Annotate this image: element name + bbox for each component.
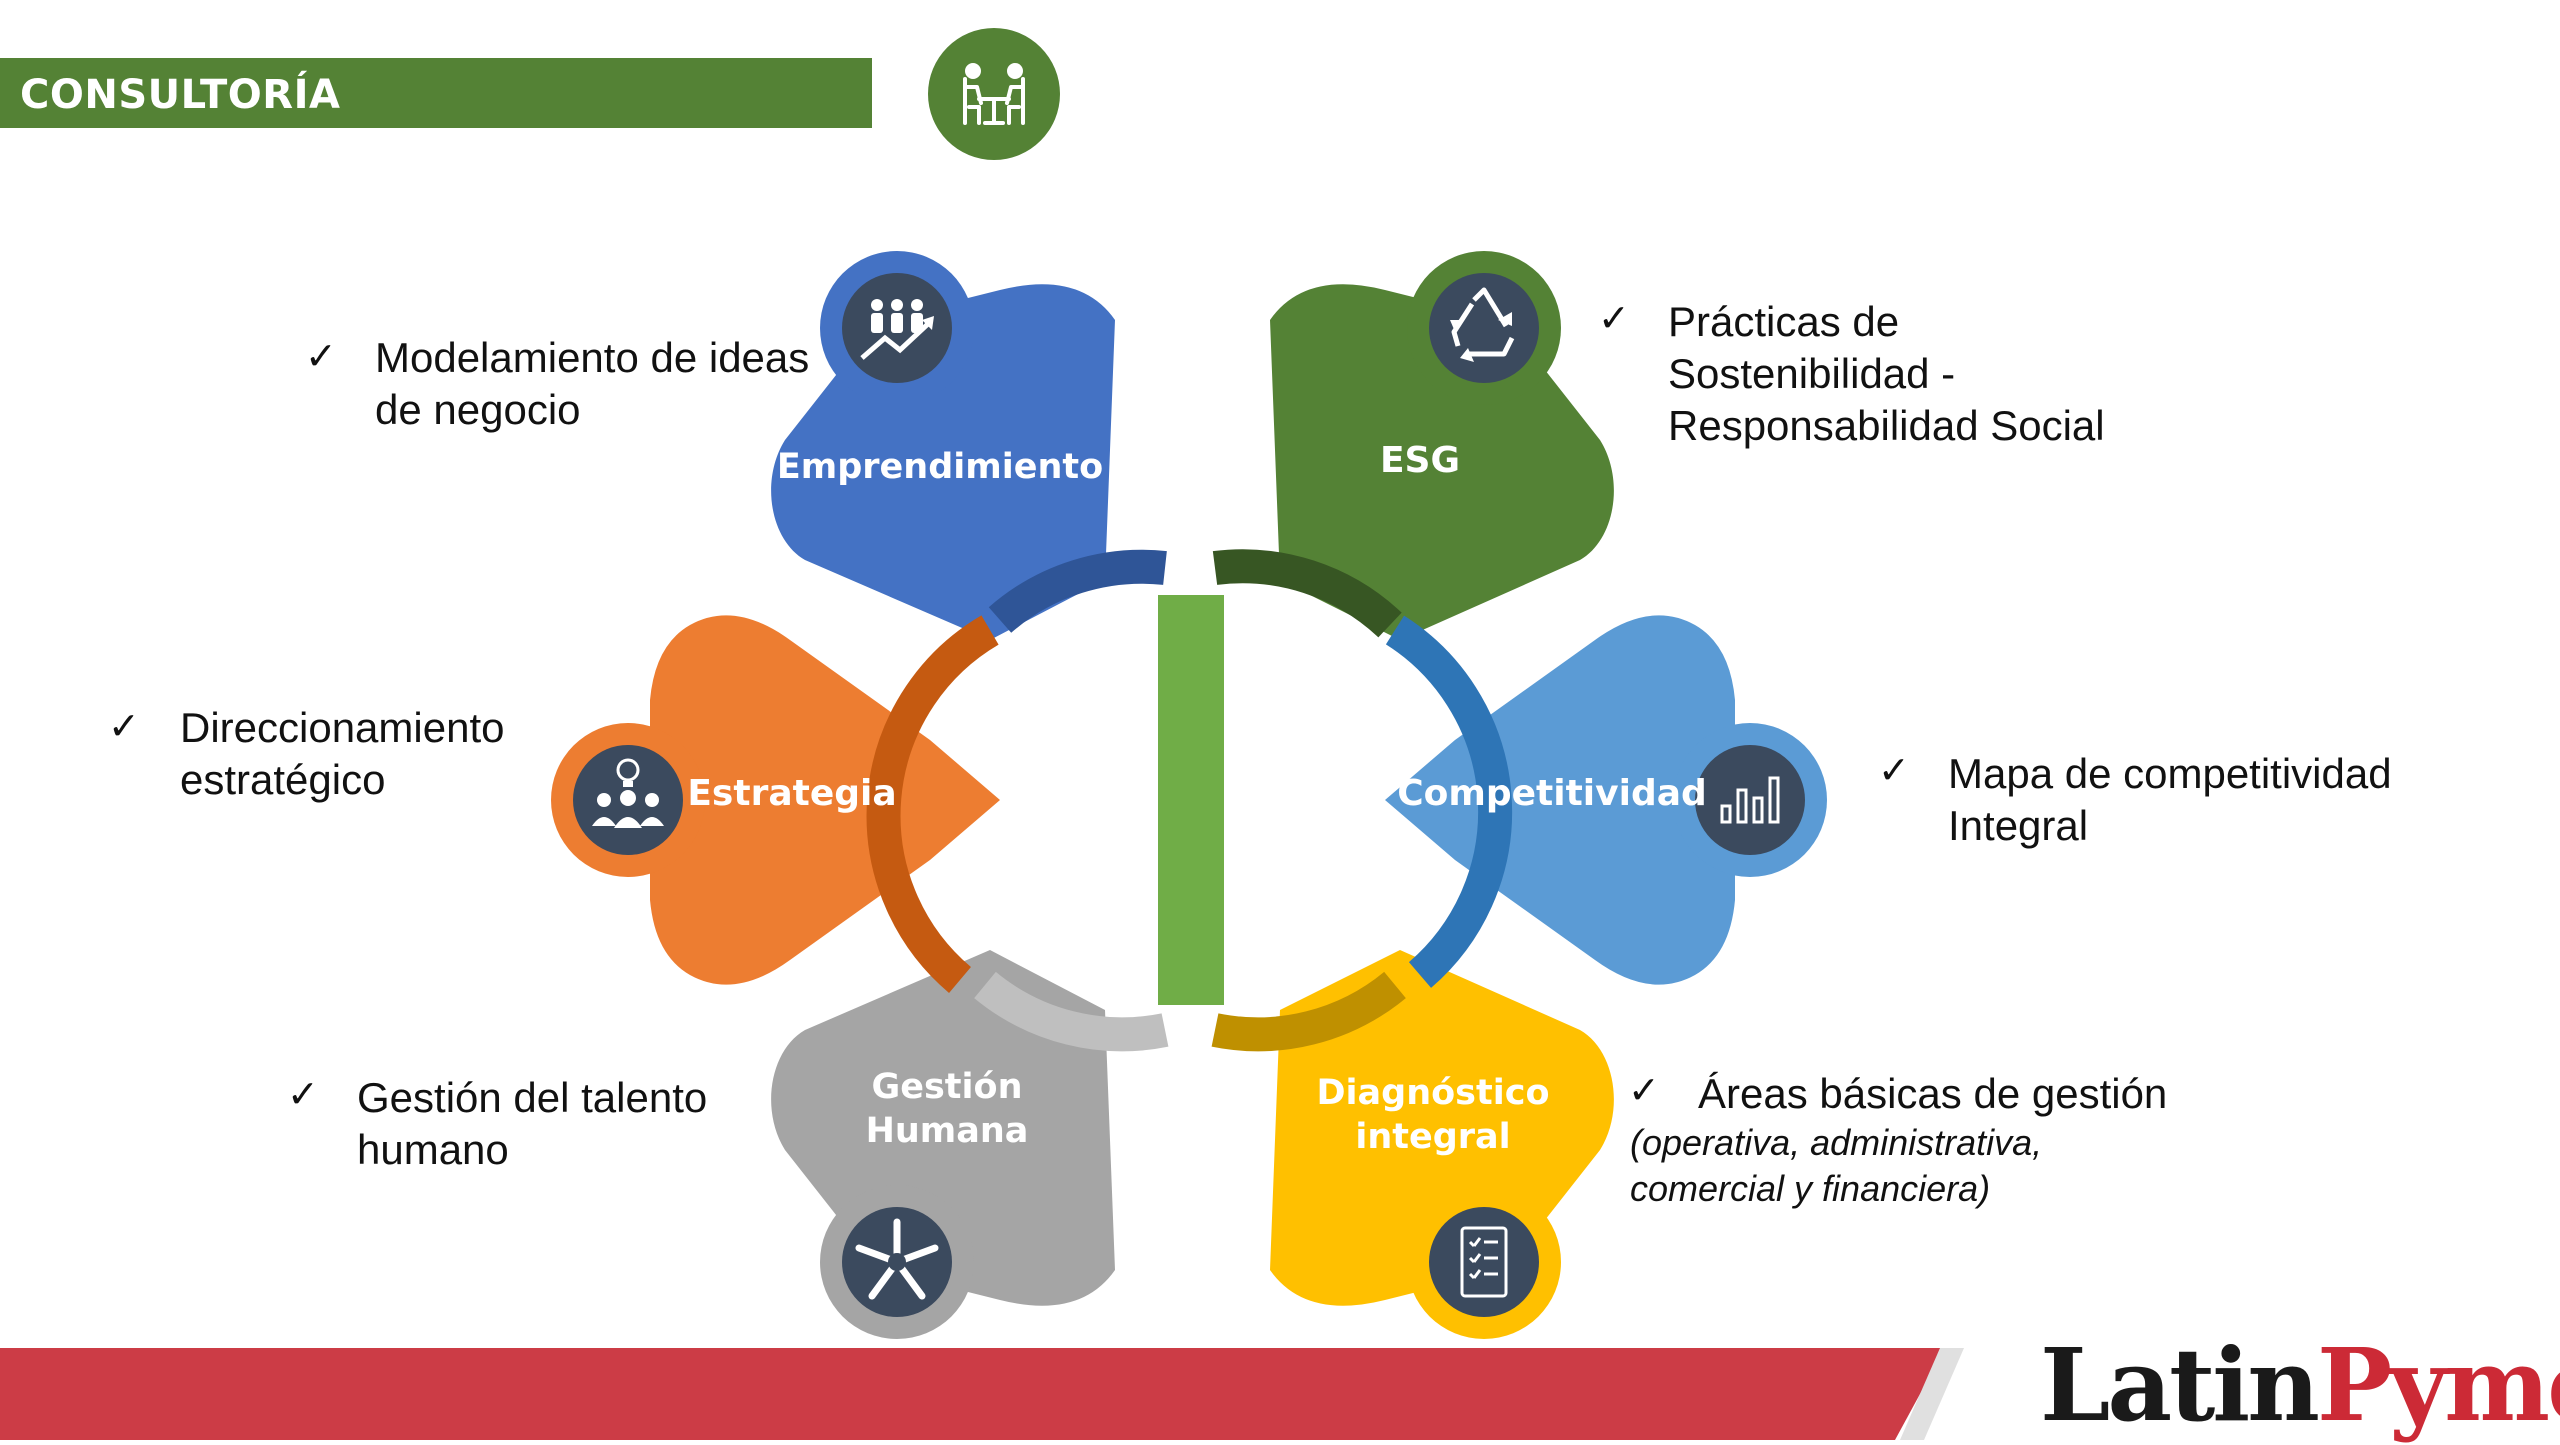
desc-line: Modelamiento de ideas bbox=[375, 334, 810, 381]
logo-part2: Pyme bbox=[2317, 1326, 2560, 1444]
desc-sub-line: (operativa, administrativa, bbox=[1630, 1122, 2043, 1163]
label-esg: ESG bbox=[1380, 440, 1460, 481]
label-gestion-humana-line1: Gestión bbox=[872, 1067, 1023, 1107]
desc-line: Áreas básicas de gestión bbox=[1698, 1070, 2168, 1117]
desc-line: Mapa de competitividad bbox=[1948, 750, 2392, 797]
label-diagnostico-line1: Diagnóstico bbox=[1316, 1073, 1549, 1113]
desc-diagnostico: ✓ Áreas básicas de gestión (operativa, a… bbox=[1628, 1068, 2168, 1212]
desc-line: Responsabilidad Social bbox=[1668, 402, 2105, 449]
desc-line: Sostenibilidad - bbox=[1668, 350, 1956, 397]
check-icon: ✓ bbox=[287, 1072, 319, 1116]
label-estrategia: Estrategia bbox=[687, 773, 896, 814]
idea-team-icon bbox=[573, 745, 683, 855]
hands-together-icon bbox=[842, 1207, 952, 1317]
inner-ring bbox=[866, 549, 1513, 1052]
header-bar: CONSULTORÍA bbox=[0, 58, 872, 128]
desc-gestion-humana: ✓ Gestión del talento humano bbox=[287, 1072, 708, 1176]
label-gestion-humana-line2: Humana bbox=[866, 1111, 1029, 1151]
logo-part1: Latin bbox=[2040, 1326, 2320, 1444]
page-title: CONSULTORÍA bbox=[20, 72, 341, 118]
check-icon: ✓ bbox=[1628, 1068, 1660, 1112]
desc-esg: ✓ Prácticas de Sostenibilidad - Responsa… bbox=[1598, 296, 2105, 452]
desc-line: Direccionamiento bbox=[180, 704, 505, 751]
check-icon: ✓ bbox=[108, 704, 140, 748]
check-icon: ✓ bbox=[1878, 748, 1910, 792]
checklist-icon bbox=[1429, 1207, 1539, 1317]
recycle-icon bbox=[1429, 273, 1539, 383]
label-competitividad: Competitividad bbox=[1397, 773, 1707, 814]
desc-line: Gestión del talento bbox=[357, 1074, 708, 1121]
desc-line: de negocio bbox=[375, 386, 581, 433]
desc-sub-line: comercial y financiera) bbox=[1630, 1168, 1991, 1209]
label-emprendimiento: Emprendimiento bbox=[777, 447, 1103, 487]
bar-chart-icon bbox=[1695, 745, 1805, 855]
footer-bar bbox=[0, 1348, 1945, 1440]
check-icon: ✓ bbox=[305, 334, 337, 378]
meeting-icon bbox=[928, 28, 1060, 160]
desc-competitividad: ✓ Mapa de competitividad Integral bbox=[1878, 748, 2392, 852]
check-icon: ✓ bbox=[1598, 296, 1630, 340]
label-diagnostico-line2: integral bbox=[1355, 1117, 1510, 1157]
latinpyme-logo: LatinPyme bbox=[2040, 1325, 2560, 1445]
desc-line: humano bbox=[357, 1126, 509, 1173]
center-bar bbox=[1158, 595, 1224, 1005]
desc-estrategia: ✓ Direccionamiento estratégico bbox=[108, 702, 505, 806]
desc-emprendimiento: ✓ Modelamiento de ideas de negocio bbox=[305, 332, 810, 436]
desc-line: Integral bbox=[1948, 802, 2089, 849]
desc-line: Prácticas de bbox=[1668, 298, 1900, 345]
team-growth-icon bbox=[842, 273, 952, 383]
desc-line: estratégico bbox=[180, 756, 386, 803]
